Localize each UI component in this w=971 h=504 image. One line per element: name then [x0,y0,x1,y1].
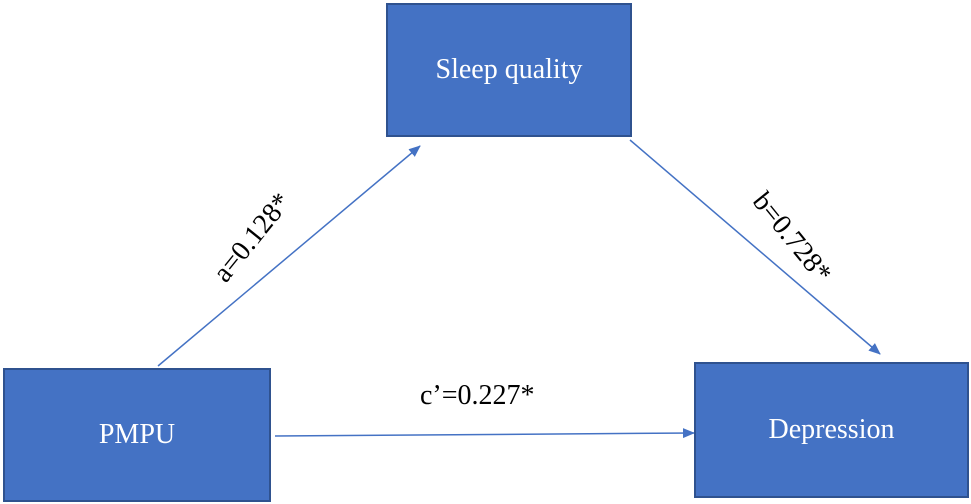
node-depression-label: Depression [768,414,895,445]
arrow-c-pmpu-to-depression [274,428,695,439]
arrow-a-pmpu-to-sleep [157,145,421,367]
node-pmpu-label: PMPU [98,419,176,450]
arrow-b-sleep-to-depression [629,139,881,355]
node-depression: Depression [694,362,969,498]
node-pmpu: PMPU [3,368,271,502]
path-c-prime-label: c’=0.227* [420,380,535,411]
node-sleep-quality: Sleep quality [386,3,632,137]
node-sleep-quality-label: Sleep quality [435,54,583,85]
